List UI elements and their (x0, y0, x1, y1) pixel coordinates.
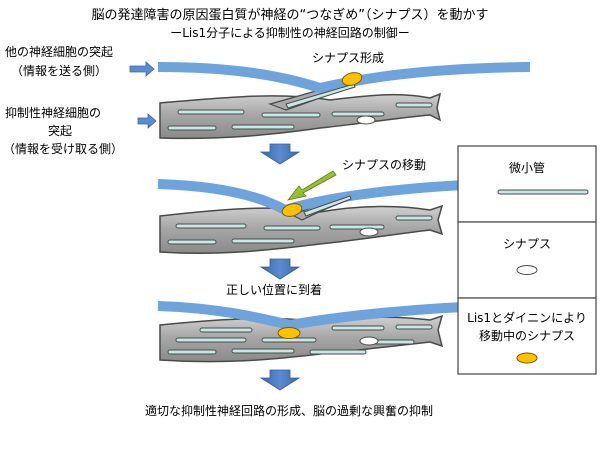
legend-microtubule: 微小管 (457, 145, 597, 223)
label-pointer-arrow-other (129, 61, 155, 77)
other-neuron-axon (157, 300, 531, 331)
synapse-white (356, 115, 376, 125)
legend-moving-synapse-label-2: 移動中のシナプス (479, 328, 575, 343)
synapse-white (359, 336, 379, 346)
legend-synapse-symbol (516, 265, 538, 275)
step-arrow-2 (259, 258, 301, 280)
step-arrow-3 (259, 369, 301, 391)
panel-synapse-formation (157, 62, 531, 140)
legend-synapse-label: シナプス (503, 237, 551, 251)
synapse-white (359, 227, 379, 237)
legend-microtubule-label: 微小管 (509, 160, 545, 175)
label-conclusion: 適切な抑制性神経回路の形成、脳の過剰な興奮の抑制 (145, 403, 433, 418)
microtubules (167, 324, 433, 355)
label-arrival: 正しい位置に到着 (226, 282, 322, 297)
synapse-yellow-forming (341, 72, 363, 86)
label-synapse-formation: シナプス形成 (312, 51, 384, 65)
other-neuron-axon (157, 62, 531, 94)
synapse-yellow-arrived (277, 327, 301, 339)
microtubules (167, 83, 433, 131)
step-arrow-1 (259, 143, 301, 165)
synapse-yellow-moving (281, 203, 303, 217)
movement-pointer-arrow (286, 170, 337, 201)
label-pointer-arrow-inhib (137, 113, 157, 129)
legend-moving-synapse: Lis1とダイニンにより 移動中のシナプス (457, 297, 597, 375)
legend-moving-synapse-label-1: Lis1とダイニンにより (467, 310, 587, 325)
title-line-2: ーLis1分子による抑制性の神経回路の制御ー (170, 25, 410, 40)
label-other-neuron-line-1: 他の神経細胞の突起 (5, 44, 113, 59)
label-inhib-neuron-line-1: 抑制性神経細胞の (5, 105, 101, 120)
label-inhib-neuron-line-3: （情報を受け取る側） (3, 142, 123, 156)
legend-moving-synapse-symbol (516, 352, 538, 364)
legend-microtubule-symbol (497, 189, 589, 195)
panel-correct-position (157, 300, 531, 363)
legend-synapse: シナプス (457, 221, 597, 299)
label-other-neuron-line-2: （情報を送る側） (11, 63, 107, 78)
panel-synapse-movement (157, 170, 531, 255)
label-synapse-movement: シナプスの移動 (342, 158, 426, 172)
label-inhib-neuron-line-2: 突起 (48, 123, 72, 138)
title-line-1: 脳の発達障害の原因蛋白質が神経の“つなぎめ”（シナプス）を動かす (92, 7, 489, 23)
